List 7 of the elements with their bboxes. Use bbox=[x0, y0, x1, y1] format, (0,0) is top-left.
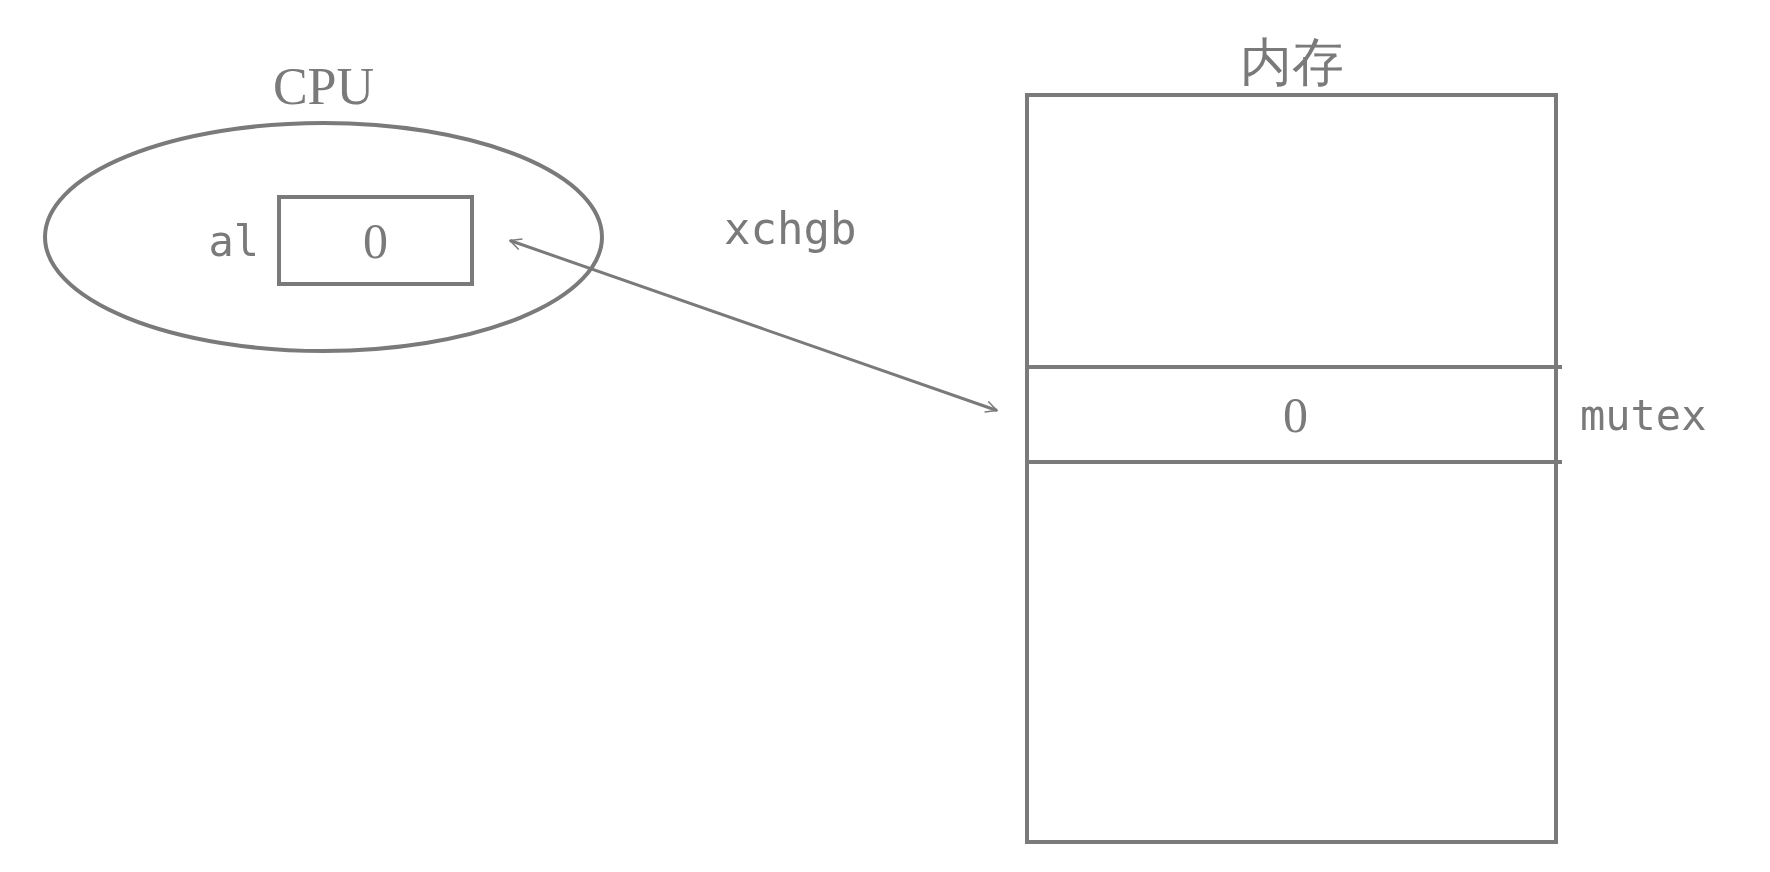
register-label: al bbox=[208, 216, 259, 265]
value-text: 0 bbox=[1283, 389, 1308, 440]
double-arrow bbox=[509, 238, 998, 413]
variable-label: mutex bbox=[1580, 390, 1707, 439]
value-text: 0 bbox=[363, 215, 388, 266]
heading: 内存 bbox=[1239, 33, 1344, 91]
heading: CPU bbox=[272, 57, 375, 115]
